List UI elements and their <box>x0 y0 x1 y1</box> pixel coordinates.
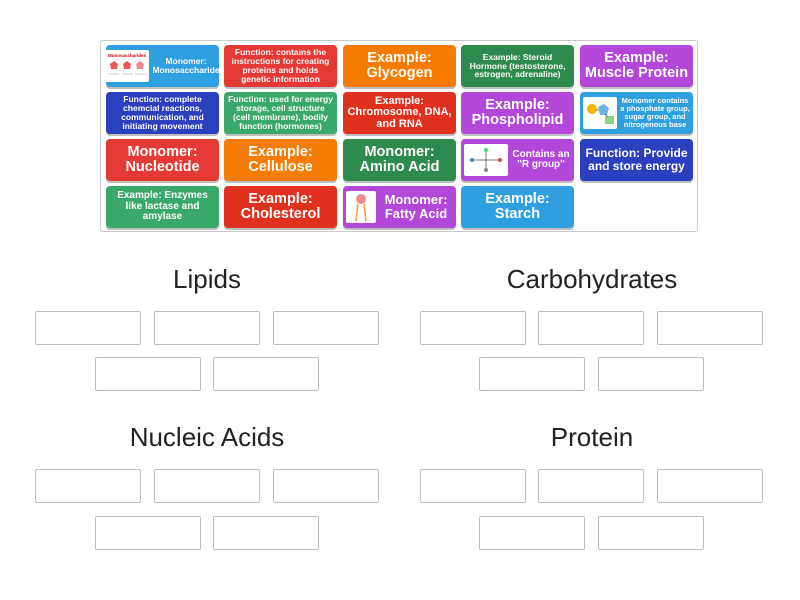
card-text: Function: used for energy storage, cell … <box>228 94 333 131</box>
drop-slot-nucleic-acids[interactable] <box>95 516 201 550</box>
card-text: Example: Starch <box>485 190 550 222</box>
amino-acid-diagram-icon <box>464 144 508 176</box>
thumb-label: Monosaccharides <box>108 53 147 58</box>
drop-slot-protein[interactable] <box>657 469 763 503</box>
card-function-reactions[interactable]: Function: complete chemcial reactions, c… <box>106 92 219 134</box>
card-text: Function: contains the instructions for … <box>231 47 330 84</box>
card-example-enzymes[interactable]: Example: Enzymes like lactase and amylas… <box>106 186 219 228</box>
group-title-lipids: Lipids <box>173 264 241 294</box>
card-example-chromosome[interactable]: Example: Chromosome, DNA, and RNA <box>343 92 456 134</box>
card-example-muscle-protein[interactable]: Example: Muscle Protein <box>580 45 693 87</box>
card-text: Function: Provide and store energy <box>585 146 688 173</box>
card-text: Monomer: Amino Acid <box>359 143 440 175</box>
card-monomer-phosphate-group[interactable]: Monomer contains a phosphate group, suga… <box>580 92 693 134</box>
drop-slot-nucleic-acids[interactable] <box>35 469 141 503</box>
drop-slot-protein[interactable] <box>598 516 704 550</box>
card-example-glycogen[interactable]: Example: Glycogen <box>343 45 456 87</box>
drop-slot-nucleic-acids[interactable] <box>273 469 379 503</box>
drop-slot-lipids[interactable] <box>154 311 260 345</box>
card-text: Example: Cholesterol <box>240 190 321 222</box>
drop-slot-carbohydrates[interactable] <box>538 311 644 345</box>
card-monomer-amino-acid[interactable]: Monomer: Amino Acid <box>343 139 456 181</box>
card-text: Function: complete chemcial reactions, c… <box>121 94 204 131</box>
drop-slot-protein[interactable] <box>538 469 644 503</box>
nucleotide-diagram-icon <box>583 97 617 129</box>
card-text: Example: Enzymes like lactase and amylas… <box>117 190 208 223</box>
drop-slot-nucleic-acids[interactable] <box>154 469 260 503</box>
card-text: Contains an "R group" <box>512 148 570 170</box>
group-title-carbohydrates: Carbohydrates <box>506 264 678 294</box>
monosaccharide-diagram-icon: Monosaccharides <box>106 50 150 82</box>
card-text: Example: Muscle Protein <box>584 49 689 81</box>
card-text: Monomer: Nucleotide <box>125 143 200 175</box>
card-example-cholesterol[interactable]: Example: Cholesterol <box>224 186 337 228</box>
card-contains-r-group[interactable]: Contains an "R group" <box>461 139 574 181</box>
drop-slot-lipids[interactable] <box>213 357 319 391</box>
card-monomer-fatty-acid[interactable]: Monomer: Fatty Acid <box>343 186 456 228</box>
card-function-genetic-info[interactable]: Function: contains the instructions for … <box>224 45 337 87</box>
card-text: Monomer contains a phosphate group, suga… <box>620 96 690 129</box>
drop-slot-carbohydrates[interactable] <box>598 357 704 391</box>
drop-slot-lipids[interactable] <box>273 311 379 345</box>
fatty-acid-diagram-icon <box>346 191 376 223</box>
card-monomer-nucleotide[interactable]: Monomer: Nucleotide <box>106 139 219 181</box>
drop-slot-carbohydrates[interactable] <box>420 311 526 345</box>
drop-slot-lipids[interactable] <box>35 311 141 345</box>
card-example-phospholipid[interactable]: Example: Phospholipid <box>461 92 574 134</box>
drop-slot-lipids[interactable] <box>95 357 201 391</box>
card-function-energy-storage[interactable]: Function: used for energy storage, cell … <box>224 92 337 134</box>
group-title-protein: Protein <box>550 422 634 452</box>
drop-slot-carbohydrates[interactable] <box>657 311 763 345</box>
drop-slot-nucleic-acids[interactable] <box>213 516 319 550</box>
card-text: Monomer: Monosaccharide <box>152 56 219 75</box>
card-monomer-monosaccharide[interactable]: Monosaccharides Monomer: Monosaccharide <box>106 45 219 87</box>
card-example-steroid-hormone[interactable]: Example: Steroid Hormone (testosterone, … <box>461 45 574 87</box>
card-text: Example: Cellulose <box>248 143 313 175</box>
card-text: Example: Glycogen <box>366 49 433 81</box>
drop-slot-carbohydrates[interactable] <box>479 357 585 391</box>
drop-slot-protein[interactable] <box>420 469 526 503</box>
card-function-provide-energy[interactable]: Function: Provide and store energy <box>580 139 693 181</box>
card-text: Example: Chromosome, DNA, and RNA <box>347 94 452 130</box>
card-text: Example: Steroid Hormone (testosterone, … <box>469 51 566 80</box>
group-title-nucleic-acids: Nucleic Acids <box>129 422 285 452</box>
drop-slot-protein[interactable] <box>479 516 585 550</box>
card-text: Monomer: Fatty Acid <box>384 192 448 221</box>
card-example-cellulose[interactable]: Example: Cellulose <box>224 139 337 181</box>
card-example-starch[interactable]: Example: Starch <box>461 186 574 228</box>
card-text: Example: Phospholipid <box>471 96 564 128</box>
